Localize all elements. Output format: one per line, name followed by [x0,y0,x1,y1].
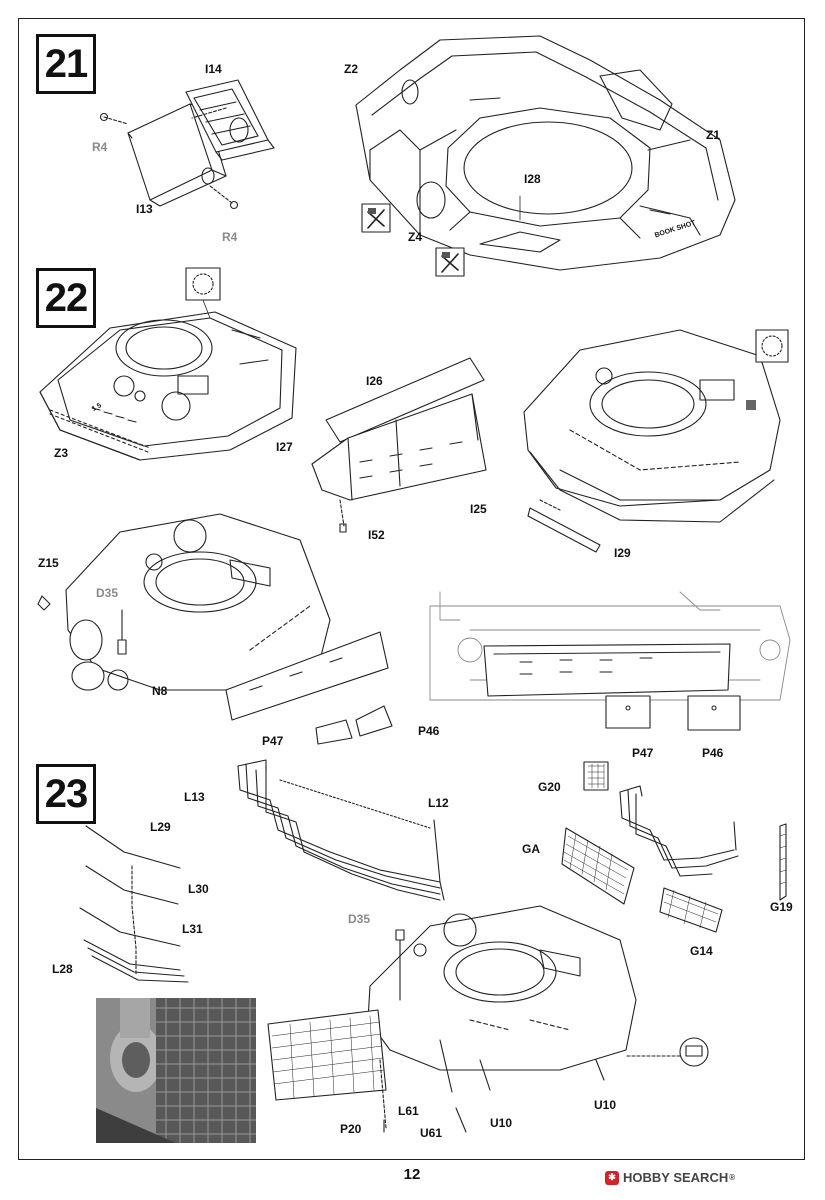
label-G19: G19 [770,900,793,914]
rail-L13-L12-drawing [237,759,445,901]
detail-callout-22-top [185,267,221,319]
label-R4-a: R4 [92,140,108,154]
label-L29: L29 [150,820,171,834]
label-P47-a: P47 [262,734,284,748]
label-G20: G20 [538,780,561,794]
label-L13: L13 [184,790,205,804]
no-cement-icon-2 [435,247,465,277]
lid-I14-drawing [185,79,275,161]
label-L12: L12 [428,796,449,810]
pin-R4-parts [99,107,239,210]
label-P46-b: P46 [702,746,724,760]
page-number: 12 [403,1166,421,1183]
detail-callout-22-right [755,329,789,363]
turret-final-drawing [267,905,637,1133]
label-Z4: Z4 [408,230,423,244]
watermark-registered: ® [729,1173,736,1182]
label-I26: I26 [366,374,383,388]
watermark-brand: HOBBY SEARCH [623,1170,729,1185]
label-P47-b: P47 [632,746,654,760]
label-D35-a: D35 [96,586,119,600]
label-GA: GA [522,842,540,856]
label-I27: I27 [276,440,293,454]
turret-top-Z3-drawing [39,311,297,461]
label-I14: I14 [205,62,222,76]
label-I29: I29 [614,546,631,560]
detail-callout-23 [625,1037,709,1067]
label-U10-a: U10 [490,1116,513,1130]
turret-lower-left-drawing [37,513,393,745]
step-23-box: 23 [36,764,96,824]
label-U61: U61 [420,1126,443,1140]
turret-basket-Z2-drawing [355,35,736,271]
label-D35-b: D35 [348,912,371,926]
label-I28: I28 [524,172,541,186]
label-I52: I52 [368,528,385,542]
page-border [18,18,805,1160]
label-N8: N8 [152,684,168,698]
turret-mesh-hatch [271,1015,385,1099]
hobby-search-logo-icon: ✱ [605,1170,619,1185]
mesh-hatch [563,763,787,929]
label-Z3: Z3 [54,446,69,460]
step-22-box: 22 [36,268,96,328]
basket-sides-I25-drawing [311,357,487,533]
label-G14: G14 [690,944,713,958]
rods-L28-L31-drawing [79,825,189,983]
label-Z2: Z2 [344,62,359,76]
label-P20: P20 [340,1122,362,1136]
label-P46-a: P46 [418,724,440,738]
turret-assembled-right-drawing [523,329,781,553]
label-I13: I13 [136,202,153,216]
label-L28: L28 [52,962,73,976]
step-21-box: 21 [36,34,96,94]
mesh-panels-drawing [561,761,787,933]
watermark: ✱ HOBBY SEARCH ® [605,1170,735,1185]
label-L30: L30 [188,882,209,896]
no-cement-icon-1 [361,203,391,233]
label-L61: L61 [398,1104,419,1118]
reference-photo [96,998,256,1143]
label-L31: L31 [182,922,203,936]
side-panel-assembly-drawing [483,643,741,731]
label-R4-b: R4 [222,230,238,244]
label-U10-b: U10 [594,1098,617,1112]
label-Z1: Z1 [706,128,721,142]
label-Z15: Z15 [38,556,59,570]
label-I25: I25 [470,502,487,516]
